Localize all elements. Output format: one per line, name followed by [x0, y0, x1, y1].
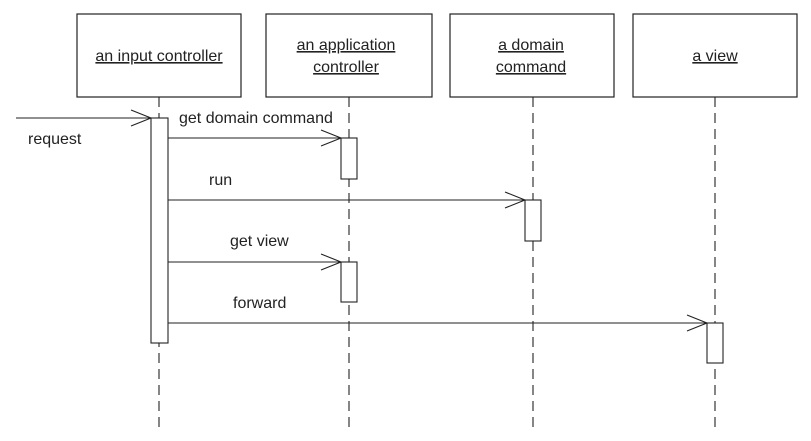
object-label: a view	[692, 48, 738, 65]
object-view: a view	[632, 13, 798, 98]
message-forward: forward	[168, 295, 709, 332]
message-label: forward	[233, 295, 286, 312]
object-label-line-1: an application	[297, 37, 396, 54]
activation-application-controller-1	[340, 137, 358, 180]
object-label-line-2: controller	[313, 59, 379, 76]
message-label: request	[28, 131, 82, 148]
activation-application-controller-2	[340, 261, 358, 303]
activation-domain-command	[524, 199, 542, 242]
message-get-domain-command: get domain command	[168, 110, 343, 147]
object-input-controller: an input controller	[76, 13, 242, 98]
object-label-line-2: command	[496, 59, 566, 76]
activation-input-controller	[150, 117, 169, 344]
object-domain-command: a domain command	[449, 13, 615, 98]
activation-view	[706, 322, 724, 364]
message-label: get domain command	[179, 110, 333, 127]
object-label: an input controller	[95, 48, 223, 65]
message-run: run	[168, 172, 527, 209]
message-label: get view	[230, 233, 289, 250]
message-get-view: get view	[168, 233, 343, 271]
object-label-line-1: a domain	[498, 37, 564, 54]
message-request: request	[16, 109, 153, 148]
message-label: run	[209, 172, 232, 189]
object-application-controller: an application controller	[265, 13, 433, 98]
